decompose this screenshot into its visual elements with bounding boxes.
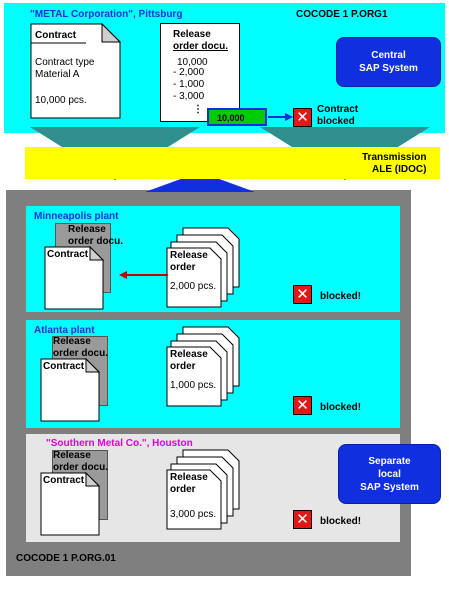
plant-name-atlanta: Atlanta plant xyxy=(34,325,95,336)
contract-type-line2: Material A xyxy=(35,69,80,80)
plant2-order-line1: Release xyxy=(170,349,208,360)
central-sap-system-badge: Central SAP System xyxy=(336,37,441,87)
plant1-order-line2: order xyxy=(170,262,196,273)
local-system-line1: Separate xyxy=(368,455,411,467)
plant2-order-line2: order xyxy=(170,361,196,372)
plant3-release-line1: Release xyxy=(53,450,91,461)
plant3-release-line2: order docu. xyxy=(53,462,109,473)
release-value-2: - 2,000 xyxy=(173,67,205,78)
bottom-company-codes: COCODE 1 P.ORG.01 xyxy=(16,553,116,564)
plant2-blocked: blocked! xyxy=(320,402,362,413)
local-system-line2: local xyxy=(378,468,401,480)
release-title-line1: Release xyxy=(173,29,211,40)
transmission-band-front xyxy=(25,147,440,179)
transmission-line2: ALE (IDOC) xyxy=(372,164,427,175)
total-value-box xyxy=(207,108,267,126)
transmission-line1: Transmission xyxy=(362,152,427,163)
plant1-order-line1: Release xyxy=(170,250,208,261)
plant3-blocked: blocked! xyxy=(320,516,362,527)
contract-quantity: 10,000 pcs. xyxy=(35,95,87,106)
local-sap-system-badge: Separate local SAP System xyxy=(338,444,441,504)
plant-name-minneapolis: Minneapolis plant xyxy=(34,211,119,222)
plant2-order-stack xyxy=(166,326,240,407)
plant1-x-mark-icon: ✕ xyxy=(293,285,312,304)
plant1-contract-doc xyxy=(44,246,104,310)
plant2-x-mark-icon: ✕ xyxy=(293,396,312,415)
release-value-4: - 3,000 xyxy=(173,91,205,102)
plant3-order-qty: 3,000 pcs. xyxy=(170,509,217,520)
release-value-3: - 1,000 xyxy=(173,79,205,90)
local-system-line3: SAP System xyxy=(360,481,419,493)
plant3-x-mark-icon: ✕ xyxy=(293,510,312,529)
contract-title: Contract xyxy=(35,30,77,41)
contract-blocked-line2: blocked xyxy=(317,116,355,127)
plant3-order-stack xyxy=(166,449,240,530)
arrow-right-icon xyxy=(268,113,293,121)
plant2-release-line1: Release xyxy=(53,336,91,347)
plant2-contract-doc xyxy=(40,358,100,422)
plant1-release-line1: Release xyxy=(68,224,106,235)
plant1-contract-label: Contract xyxy=(47,249,89,260)
plant3-order-line1: Release xyxy=(170,472,208,483)
release-title-line2: order docu. xyxy=(173,41,229,52)
x-mark-icon: ✕ xyxy=(293,108,312,127)
plant3-contract-doc xyxy=(40,472,100,536)
up-arrow xyxy=(145,172,255,192)
plant1-release-line2: order docu. xyxy=(68,236,124,247)
plant2-contract-label: Contract xyxy=(43,361,85,372)
total-value: 10,000 xyxy=(217,113,245,123)
release-value-1: 10,000 xyxy=(177,57,208,68)
plant-name-southern-metal: "Southern Metal Co.", Houston xyxy=(46,438,193,449)
contract-blocked-line1: Contract xyxy=(317,104,359,115)
central-system-line2: SAP System xyxy=(359,63,418,74)
plant3-contract-label: Contract xyxy=(43,475,85,486)
transmission-label: Transmission ALE (IDOC) xyxy=(362,152,426,176)
plant1-order-qty: 2,000 pcs. xyxy=(170,281,217,292)
plant1-order-stack xyxy=(166,227,240,308)
top-company-codes: COCODE 1 P.ORG1 xyxy=(296,9,388,20)
plant2-release-line2: order docu. xyxy=(53,348,109,359)
release-order-document xyxy=(160,23,240,122)
central-system-line1: Central xyxy=(371,50,406,61)
contract-type-line1: Contract type xyxy=(35,57,95,68)
plant2-order-qty: 1,000 pcs. xyxy=(170,380,217,391)
plant3-order-line2: order xyxy=(170,484,196,495)
contract-document xyxy=(30,23,122,119)
plant1-blocked: blocked! xyxy=(320,291,362,302)
release-more-dots: ⋮ xyxy=(193,104,203,115)
company-title: "METAL Corporation", Pittsburg xyxy=(30,9,183,20)
plant1-arrow-left-icon xyxy=(119,271,168,279)
transmission-up-arrow xyxy=(145,172,255,192)
